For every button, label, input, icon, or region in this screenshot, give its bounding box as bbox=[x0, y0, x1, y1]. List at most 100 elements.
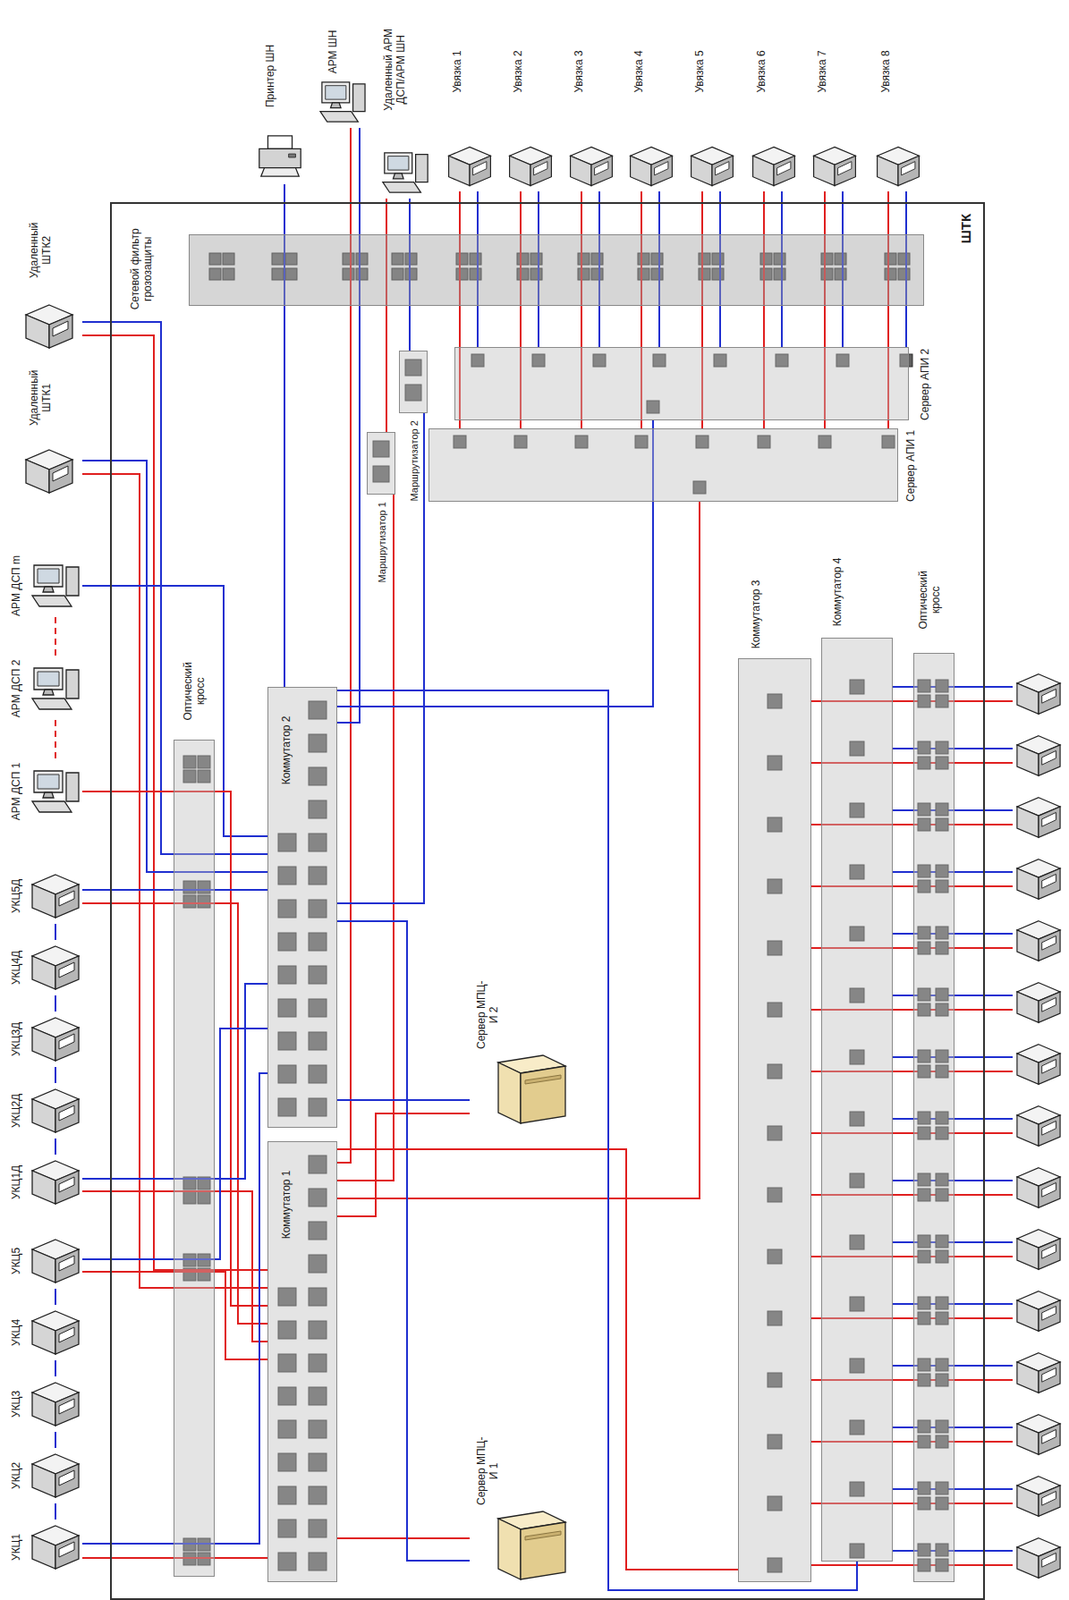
icon-part bbox=[1038, 1177, 1061, 1208]
device-node: УКЦ3 bbox=[5, 1376, 83, 1433]
device-node: УКЦ2Д bbox=[5, 1083, 83, 1139]
network-cable bbox=[337, 413, 425, 904]
icon-part bbox=[59, 962, 75, 978]
computer-icon bbox=[1017, 1230, 1061, 1270]
icon-part bbox=[33, 668, 63, 690]
workstation-icon bbox=[28, 664, 83, 713]
device-label: АРМ ШН bbox=[326, 26, 340, 77]
computer-icon bbox=[567, 143, 616, 190]
device-label: Увязка 8 bbox=[880, 17, 893, 126]
icon-part bbox=[66, 670, 79, 699]
icon-holder bbox=[749, 143, 798, 190]
icon-part bbox=[520, 1522, 566, 1580]
icon-part bbox=[32, 1464, 56, 1498]
icon-part bbox=[325, 85, 347, 100]
icon-holder bbox=[480, 1510, 570, 1582]
icon-part bbox=[1017, 992, 1039, 1023]
computer-icon bbox=[1017, 921, 1061, 961]
printer-icon bbox=[254, 132, 306, 181]
computer-icon bbox=[873, 143, 923, 190]
icon-part bbox=[570, 155, 592, 186]
icon-holder bbox=[316, 78, 369, 126]
icon-part bbox=[594, 161, 609, 176]
device-label: Увязка 3 bbox=[573, 17, 586, 126]
icon-part bbox=[32, 1392, 56, 1426]
icon-part bbox=[259, 148, 301, 168]
network-unit: Сервер АПИ 1 bbox=[428, 428, 899, 502]
icon-holder bbox=[28, 1451, 83, 1501]
device-label: ШТК bbox=[958, 201, 974, 255]
device-label: Увязка 1 bbox=[451, 17, 465, 126]
icon-part bbox=[1017, 1485, 1039, 1517]
icon-part bbox=[530, 155, 552, 186]
computer-icon bbox=[28, 872, 83, 921]
icon-part bbox=[1042, 688, 1057, 704]
icon-part bbox=[498, 1062, 521, 1124]
icon-part bbox=[1038, 1485, 1061, 1517]
icon-part bbox=[1017, 1115, 1039, 1146]
icon-holder bbox=[445, 143, 494, 190]
icon-part bbox=[55, 1392, 79, 1426]
icon-part bbox=[55, 1535, 79, 1570]
icon-part bbox=[55, 1249, 79, 1283]
network-unit: Оптический кросс bbox=[173, 739, 215, 1578]
network-cable bbox=[54, 1289, 57, 1306]
device-node: АРМ ДСП 2 bbox=[5, 657, 83, 721]
icon-part bbox=[59, 1255, 75, 1272]
network-cable bbox=[54, 1432, 57, 1449]
icon-part bbox=[1042, 1552, 1057, 1568]
device-label: Коммутатор 4 bbox=[831, 551, 845, 634]
icon-part bbox=[715, 161, 730, 176]
icon-part bbox=[55, 1464, 79, 1498]
computer-icon bbox=[28, 1086, 83, 1136]
device-node: Увязка 1 bbox=[441, 16, 496, 192]
icon-part bbox=[32, 1099, 56, 1133]
device-node: АРМ ДСП 1 bbox=[5, 760, 83, 823]
icon-part bbox=[25, 314, 50, 348]
network-unit: Маршрутизатор 2 bbox=[398, 350, 428, 414]
computer-icon bbox=[749, 143, 798, 190]
icon-part bbox=[901, 161, 916, 176]
icon-part bbox=[654, 161, 669, 176]
computer-icon bbox=[445, 143, 494, 190]
icon-part bbox=[877, 155, 899, 186]
icon-part bbox=[1017, 745, 1039, 776]
icon-part bbox=[814, 155, 835, 186]
icon-part bbox=[32, 698, 72, 710]
network-cable bbox=[337, 1099, 470, 1102]
workstation-icon bbox=[316, 78, 369, 126]
device-label: АРМ ДСП 2 bbox=[10, 658, 24, 720]
icon-part bbox=[1038, 1115, 1061, 1146]
network-unit: Маршрутизатор 1 bbox=[366, 432, 396, 495]
icon-holder bbox=[687, 143, 737, 190]
icon-part bbox=[753, 155, 774, 186]
icon-part bbox=[55, 884, 79, 918]
computer-icon bbox=[1017, 1044, 1061, 1085]
device-label: Увязка 5 bbox=[694, 17, 707, 126]
device-label: Сервер АПИ 2 bbox=[919, 348, 933, 421]
icon-holder bbox=[627, 143, 676, 190]
icon-part bbox=[777, 161, 791, 176]
network-cable bbox=[54, 1503, 57, 1520]
icon-part bbox=[1042, 997, 1057, 1012]
icon-part bbox=[52, 321, 68, 337]
icon-part bbox=[1017, 1300, 1039, 1332]
computer-icon bbox=[810, 143, 859, 190]
device-node: Удаленный АРМ ДСП/АРМ ШН bbox=[375, 7, 434, 199]
icon-part bbox=[55, 1170, 79, 1205]
device-node: Увязка 2 bbox=[502, 16, 557, 192]
icon-part bbox=[267, 135, 292, 150]
device-label: Удаленный АРМ ДСП/АРМ ШН bbox=[382, 20, 408, 119]
icon-part bbox=[1038, 992, 1061, 1023]
device-label: Маршрутизатор 2 bbox=[408, 417, 421, 503]
icon-part bbox=[322, 82, 350, 103]
device-node: АРМ ДСП m bbox=[5, 554, 83, 618]
icon-part bbox=[392, 173, 404, 179]
icon-part bbox=[384, 152, 413, 174]
icon-part bbox=[32, 884, 56, 918]
icon-holder bbox=[254, 132, 306, 181]
icon-holder bbox=[28, 1523, 83, 1572]
computer-icon bbox=[28, 1237, 83, 1286]
device-node: УКЦ1Д bbox=[5, 1154, 83, 1211]
